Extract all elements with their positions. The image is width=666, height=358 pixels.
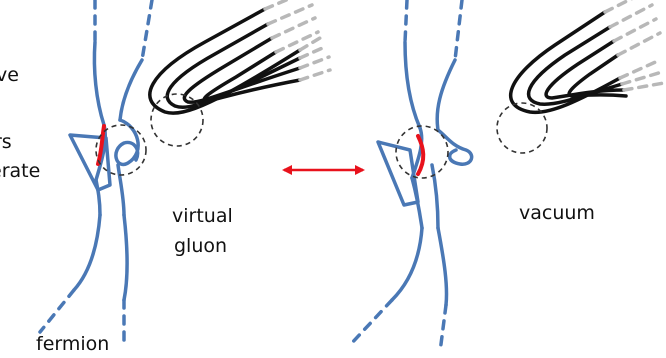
virtual-gluon-loops: [150, 9, 300, 113]
fermion-knot-right: [350, 0, 472, 352]
fermion-label: fermion: [36, 333, 109, 356]
vacuum-label: vacuum: [519, 202, 595, 225]
fermion-knot-left: [40, 0, 152, 348]
truncated-label-middle: rs: [0, 131, 12, 154]
vacuum-faded-ends: [605, 0, 664, 90]
truncated-label-top: ve: [0, 64, 19, 87]
virtual-label: virtual: [172, 205, 233, 228]
gluon-label: gluon: [174, 235, 227, 258]
truncated-label-bottom: erate: [0, 160, 40, 183]
